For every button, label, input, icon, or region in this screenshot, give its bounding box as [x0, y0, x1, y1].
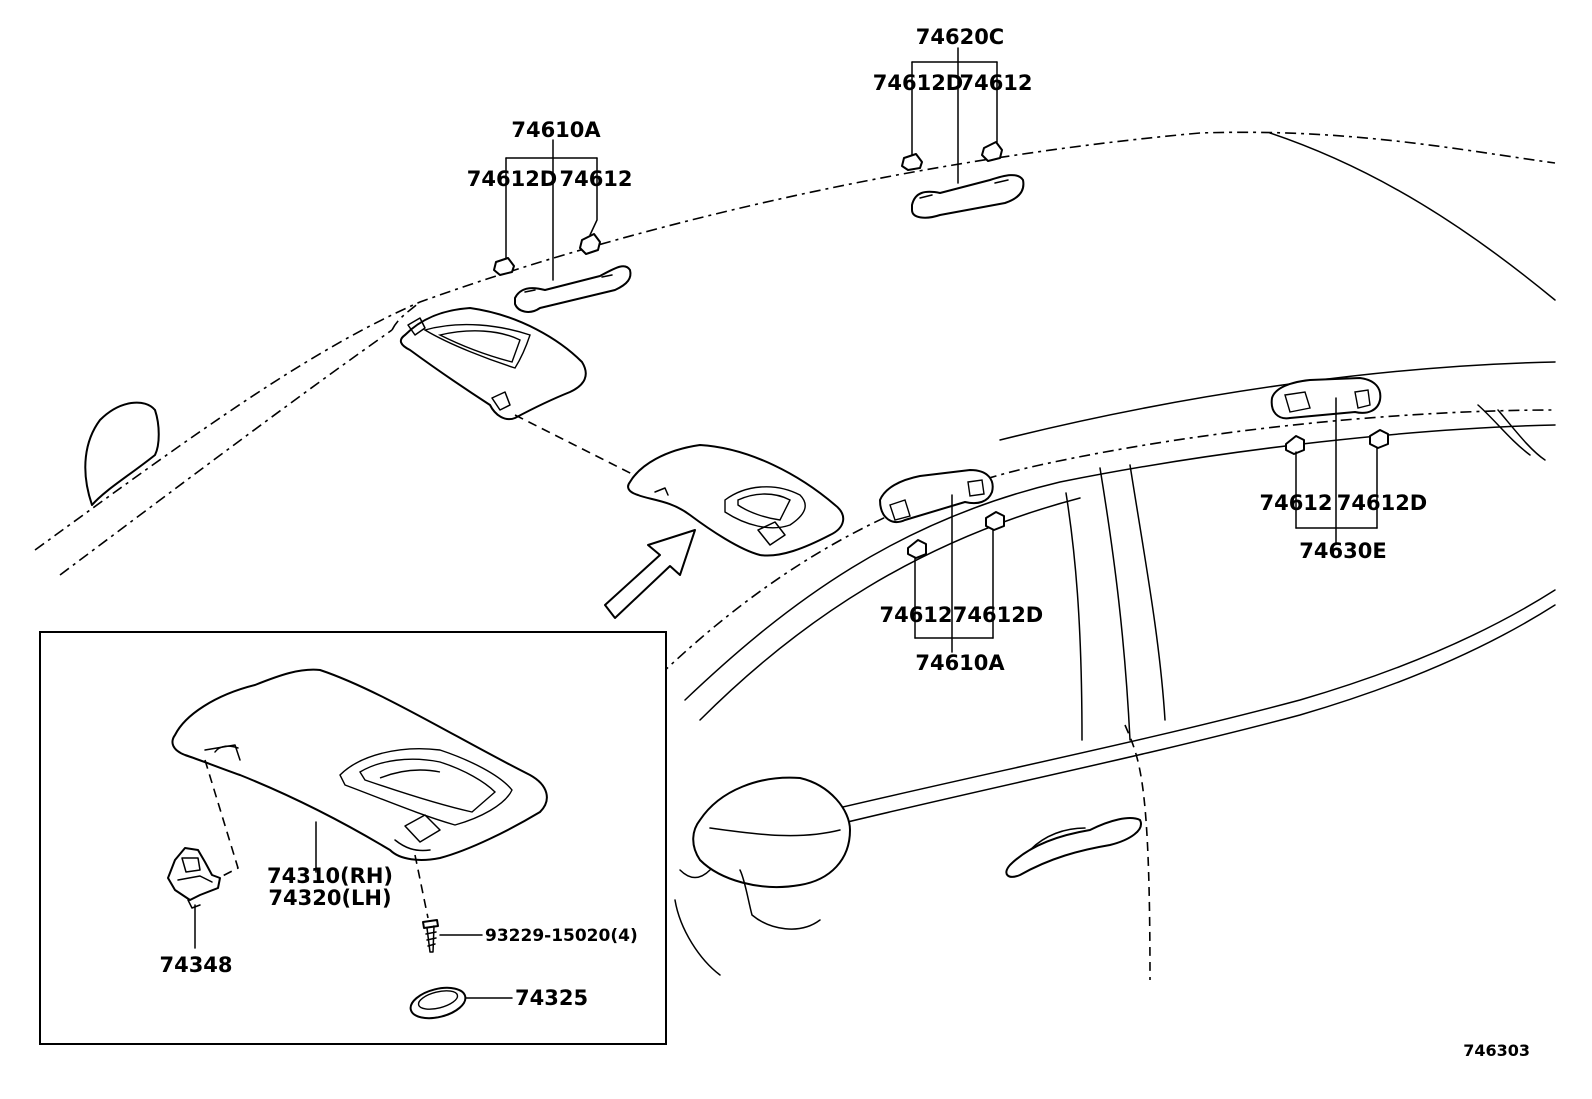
visor-holder-part: [167, 847, 221, 909]
clip-front-upper: [579, 233, 601, 255]
assist-grip-front-lower: [879, 469, 994, 523]
label-visor-rh: 74310(RH): [267, 864, 393, 888]
diagram-reference-number: 746303: [1463, 1041, 1530, 1060]
label-clip-front-lower: 74612: [879, 603, 952, 627]
clip-front-lower: [907, 539, 927, 559]
direction-arrow: [604, 529, 696, 619]
label-clip-rear-lower: 74612: [1259, 491, 1332, 515]
label-clip-d-rear-upper: 74612D: [873, 71, 964, 95]
label-assist-grip-rear-lower: 74630E: [1299, 539, 1386, 563]
label-visor-holder: 74348: [159, 953, 232, 977]
sun-visor-detail: [171, 668, 548, 861]
clip-d-front-lower: [985, 511, 1005, 531]
label-screw: 93229-15020(4): [485, 926, 638, 946]
assist-grip-front-upper: [514, 265, 632, 313]
label-clip-d-front-upper: 74612D: [467, 167, 558, 191]
cover-part: [409, 986, 467, 1020]
detail-inset: 74310(RH) 74320(LH) 74348 93229-15020(4)…: [39, 631, 667, 1045]
label-assist-grip-front-upper: 74610A: [511, 118, 601, 142]
clip-d-rear-lower: [1369, 429, 1389, 449]
clip-d-rear-upper: [901, 153, 923, 171]
sun-visor-loose: [627, 444, 845, 557]
label-visor-lh: 74320(LH): [268, 886, 391, 910]
assist-grip-rear-upper: [911, 174, 1025, 219]
label-clip-front-upper: 74612: [559, 167, 632, 191]
label-clip-d-front-lower: 74612D: [953, 603, 1044, 627]
clip-rear-lower: [1285, 435, 1305, 455]
assist-grip-rear-lower: [1270, 377, 1382, 420]
sun-visor-installed: [399, 307, 587, 421]
label-clip-d-rear-lower: 74612D: [1337, 491, 1428, 515]
clip-rear-upper: [981, 141, 1003, 162]
label-clip-rear-upper: 74612: [959, 71, 1032, 95]
clip-d-front-upper: [493, 257, 515, 276]
label-assist-grip-front-lower: 74610A: [915, 651, 1005, 675]
vehicle-body-outline: [34, 131, 1556, 981]
screw-part: [422, 919, 439, 953]
visor-location-line: [514, 414, 641, 479]
label-assist-grip-rear-upper: 74620C: [916, 25, 1004, 49]
label-cover: 74325: [515, 986, 588, 1010]
